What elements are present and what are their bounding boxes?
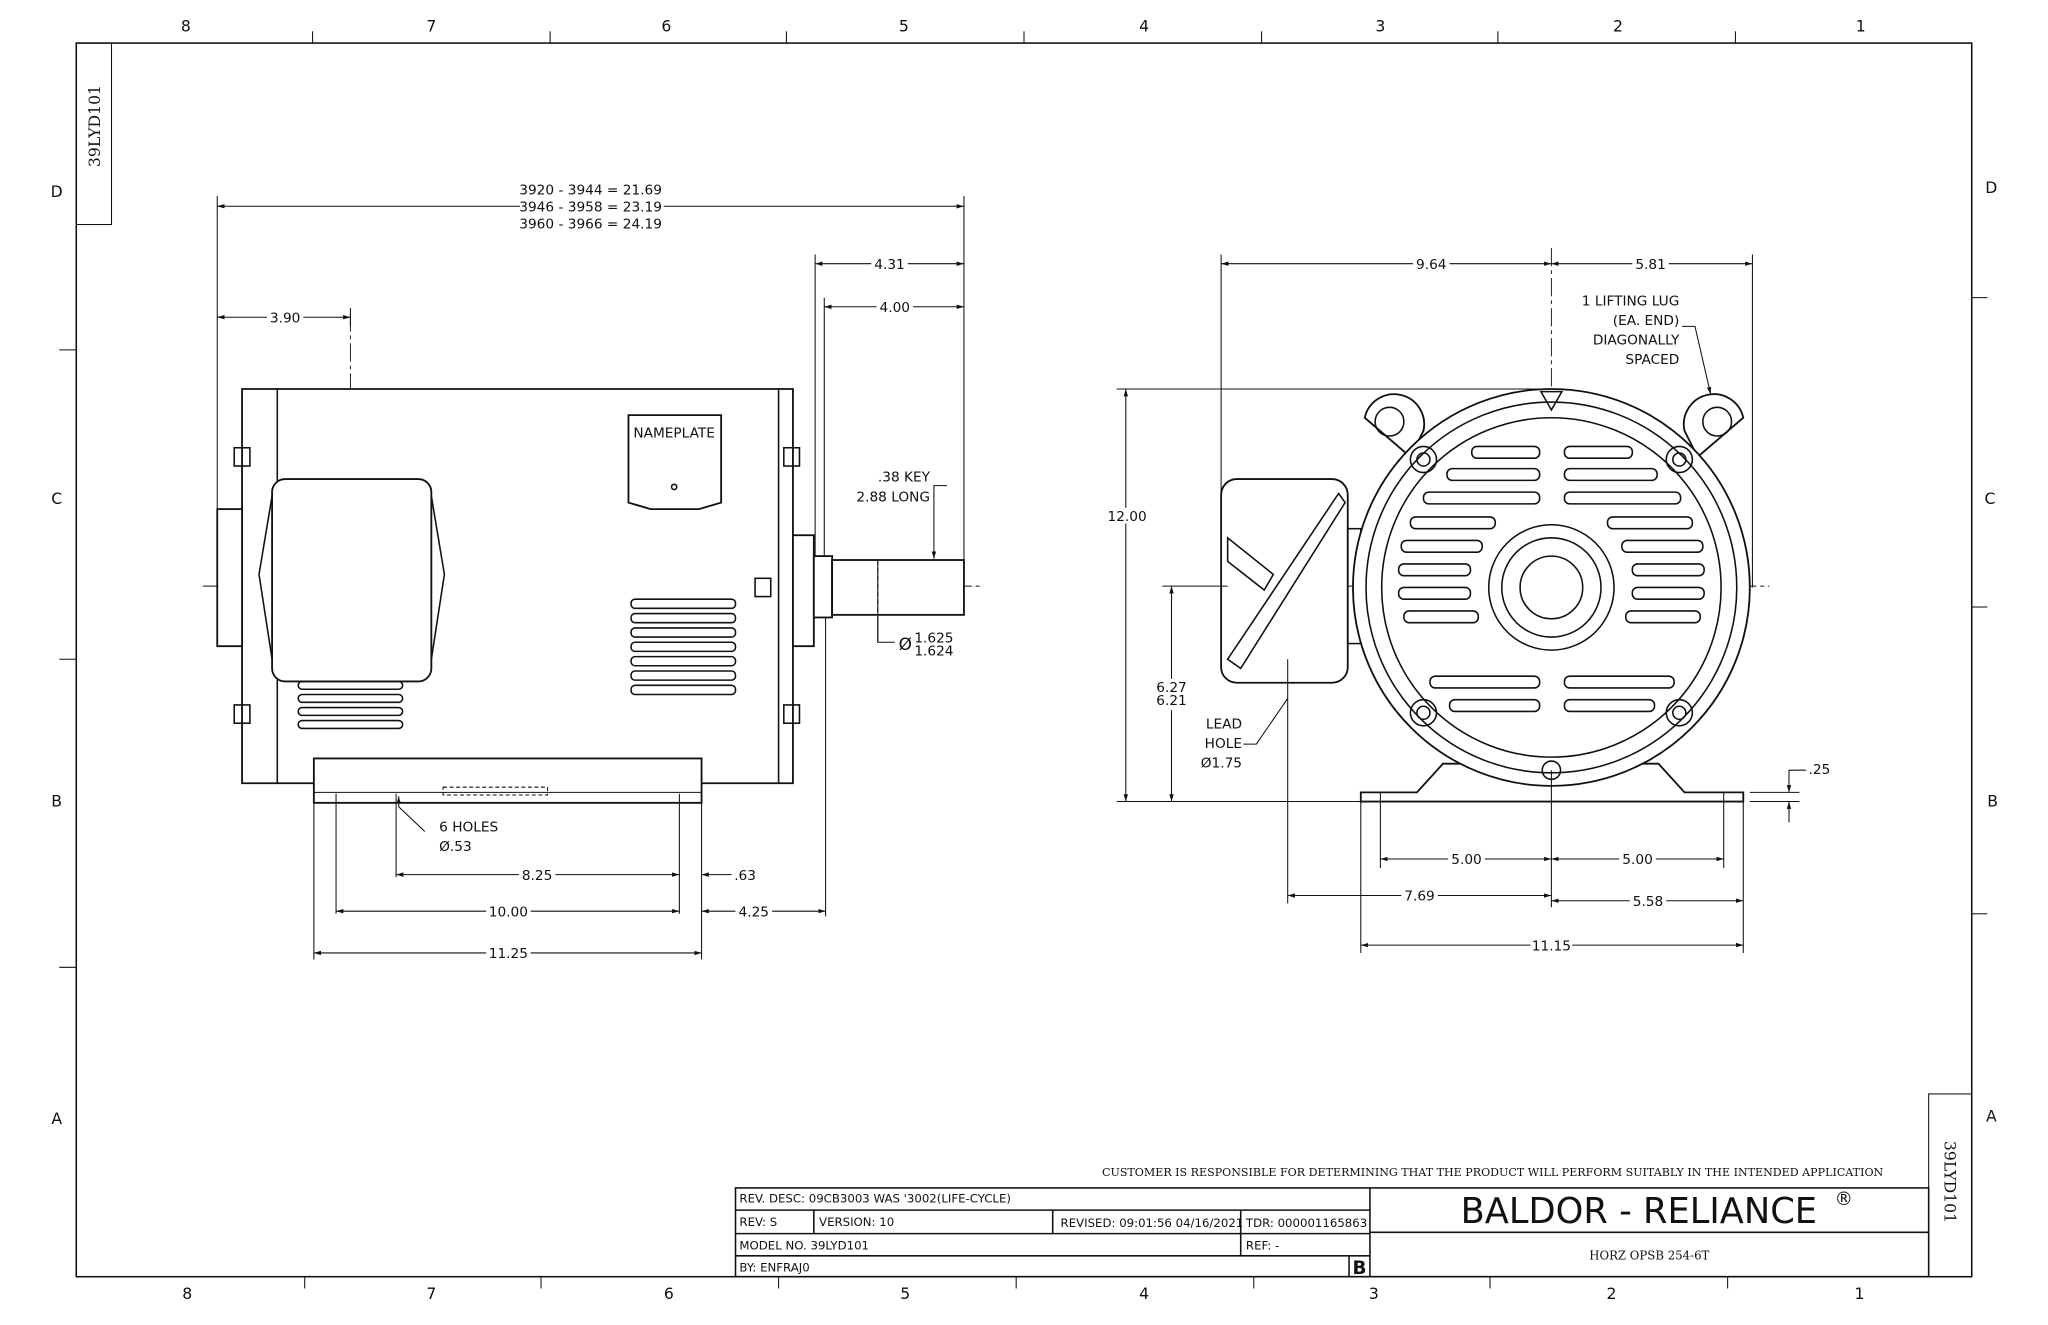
dim-5-00-right: 5.00	[1622, 852, 1652, 868]
col-label: 1	[1854, 1284, 1864, 1303]
grid-row-labels: D C B A D C B A	[51, 178, 1998, 1128]
row-label: B	[1987, 792, 1998, 811]
col-label: 7	[426, 1284, 436, 1303]
row-label: D	[1985, 178, 1997, 197]
side-view-dimensions: 3920 - 3944 = 21.69 3946 - 3958 = 23.19 …	[216, 181, 965, 962]
dim-3-90: 3.90	[270, 310, 300, 326]
row-label: C	[51, 489, 62, 508]
row-label: C	[1985, 489, 1996, 508]
drawing-id-tag-top: 39LYD101	[75, 42, 113, 226]
col-label: 4	[1139, 1284, 1149, 1303]
row-label: D	[51, 182, 63, 201]
title-block: CUSTOMER IS RESPONSIBLE FOR DETERMINING …	[734, 1166, 1930, 1279]
col-label: 5	[900, 1284, 910, 1303]
brand-logo: BALDOR - RELIANCE	[1461, 1191, 1817, 1232]
rev: REV: S	[739, 1215, 777, 1229]
col-label: 6	[664, 1284, 674, 1303]
lead-hole-note: HOLE	[1205, 736, 1242, 752]
key-note: .38 KEY	[878, 470, 931, 486]
dim-4-31: 4.31	[874, 257, 904, 273]
col-label: 7	[426, 16, 436, 35]
col-label: 2	[1606, 1284, 1616, 1303]
nameplate-label: NAMEPLATE	[633, 425, 715, 441]
lifting-lug-note: (EA. END)	[1613, 313, 1680, 329]
drawing-id: 39LYD101	[1940, 1141, 1959, 1223]
lifting-lug-note: SPACED	[1625, 352, 1679, 368]
dim-0-63: .63	[734, 868, 756, 884]
overall-length-dim: 3960 - 3966 = 24.19	[519, 216, 662, 232]
dim-5-58: 5.58	[1633, 894, 1663, 910]
dim-5-00-left: 5.00	[1451, 852, 1481, 868]
revised-date: REVISED: 09:01:56 04/16/2021	[1061, 1216, 1244, 1230]
model-number: MODEL NO. 39LYD101	[739, 1238, 869, 1252]
registered-mark: ®	[1835, 1189, 1853, 1210]
grid-column-labels-top: 8 7 6 5 4 3 2 1	[181, 16, 1866, 35]
dim-6-27: 6.27	[1156, 680, 1186, 696]
key-note: 2.88 LONG	[856, 489, 930, 505]
disclaimer: CUSTOMER IS RESPONSIBLE FOR DETERMINING …	[1102, 1166, 1884, 1179]
dim-8-25: 8.25	[522, 868, 552, 884]
dim-11-15: 11.15	[1532, 938, 1571, 954]
dim-10-00: 10.00	[489, 904, 528, 920]
holes-note: 6 HOLES	[439, 820, 498, 836]
dim-0-25: .25	[1809, 762, 1831, 778]
holes-note: Ø.53	[439, 839, 472, 855]
grid-column-labels-bottom: 8 7 6 5 4 3 2 1	[182, 1284, 1864, 1303]
row-label: B	[51, 792, 62, 811]
row-label: A	[51, 1109, 62, 1128]
shaft-dia-min: 1.624	[914, 643, 953, 659]
end-view-dimensions: 9.64 5.81 1 LIFTING LUG (EA. END) DIAGON…	[1108, 254, 1831, 954]
lead-hole-note: LEAD	[1206, 716, 1242, 732]
row-label: A	[1986, 1106, 1997, 1125]
tdr-number: TDR: 000001165863	[1245, 1216, 1367, 1230]
rev-desc: REV. DESC: 09CB3003 WAS '3002(LIFE-CYCLE…	[739, 1191, 1011, 1205]
dim-5-81: 5.81	[1635, 257, 1665, 273]
product-description: HORZ OPSB 254-6T	[1589, 1249, 1709, 1263]
col-label: 8	[182, 1284, 192, 1303]
col-label: 3	[1369, 1284, 1379, 1303]
lead-hole-note: Ø1.75	[1201, 756, 1242, 772]
lifting-lug-note: DIAGONALLY	[1593, 333, 1680, 349]
col-label: 2	[1613, 16, 1623, 35]
dim-4-25: 4.25	[739, 904, 769, 920]
overall-length-dim: 3920 - 3944 = 21.69	[519, 183, 662, 199]
diameter-symbol: Ø	[899, 635, 912, 655]
sheet-size: B	[1353, 1258, 1367, 1279]
dim-12-00: 12.00	[1108, 509, 1147, 525]
dim-9-64: 9.64	[1416, 257, 1446, 273]
col-label: 6	[661, 16, 671, 35]
end-view	[1220, 248, 1770, 803]
dim-6-21: 6.21	[1156, 693, 1186, 709]
lifting-lug-note: 1 LIFTING LUG	[1582, 293, 1680, 309]
dim-4-00: 4.00	[880, 300, 910, 316]
dim-11-25: 11.25	[489, 946, 528, 962]
drawing-id: 39LYD101	[85, 85, 104, 167]
col-label: 4	[1139, 16, 1149, 35]
col-label: 5	[899, 16, 909, 35]
side-view: NAMEPLATE	[202, 313, 980, 804]
col-label: 8	[181, 16, 191, 35]
drawing-id-tag-bottom: 39LYD101	[1928, 1093, 1973, 1278]
col-label: 3	[1375, 16, 1385, 35]
drawn-by: BY: ENFRAJ0	[739, 1260, 809, 1274]
ref: REF: -	[1246, 1238, 1279, 1252]
version: VERSION: 10	[819, 1215, 894, 1229]
dim-7-69: 7.69	[1404, 889, 1434, 905]
shaft-dia-max: 1.625	[914, 630, 953, 646]
col-label: 1	[1856, 16, 1866, 35]
overall-length-dim: 3946 - 3958 = 23.19	[519, 199, 662, 215]
